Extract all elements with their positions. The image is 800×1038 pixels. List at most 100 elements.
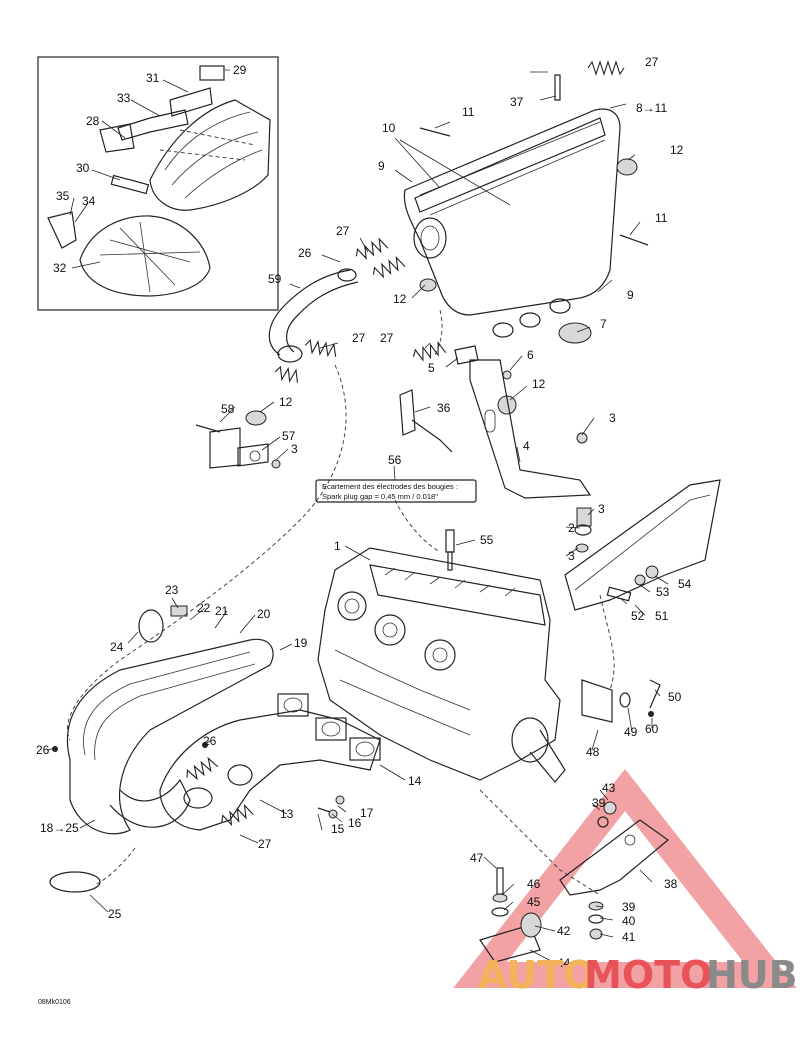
callout-26: 26 — [203, 734, 217, 748]
callout-9: 9 — [378, 159, 385, 173]
callout-43: 43 — [602, 781, 616, 795]
callout-18-25: 18→25 — [40, 821, 79, 835]
callout-26: 26 — [36, 743, 50, 757]
callout-8-11: 8→11 — [636, 101, 667, 115]
watermark-triangle — [453, 768, 797, 988]
callout-49: 49 — [624, 725, 638, 739]
callout-9: 9 — [627, 288, 634, 302]
callout-55: 55 — [480, 533, 494, 547]
callout-39: 39 — [592, 796, 606, 810]
callout-35: 35 — [56, 189, 70, 203]
callout-50: 50 — [668, 690, 682, 704]
callout-6: 6 — [527, 348, 534, 362]
drawing-code: 08Mk0106 — [38, 999, 71, 1006]
bracket-4 — [469, 359, 592, 499]
exhaust-manifold — [159, 693, 381, 831]
callout-12: 12 — [532, 377, 546, 391]
callout-12: 12 — [279, 395, 293, 409]
callout-39: 39 — [622, 900, 636, 914]
callout-3: 3 — [598, 502, 605, 516]
callout-56: 56 — [388, 453, 402, 467]
callout-17: 17 — [360, 806, 374, 820]
callout-34: 34 — [82, 194, 96, 208]
callout-26: 26 — [298, 246, 312, 260]
callout-14: 14 — [408, 774, 422, 788]
watermark-moto: MOTO — [584, 953, 712, 997]
callout-33: 33 — [117, 91, 131, 105]
plate-48 — [581, 679, 661, 723]
callout-53: 53 — [656, 585, 670, 599]
callout-3: 3 — [609, 411, 616, 425]
callout-42: 42 — [557, 924, 571, 938]
callout-21: 21 — [215, 604, 229, 618]
callout-15: 15 — [331, 822, 345, 836]
callout-12: 12 — [393, 292, 407, 306]
callout-27: 27 — [258, 837, 272, 851]
callout-27: 27 — [645, 55, 659, 69]
callout-28: 28 — [86, 114, 100, 128]
callout-leaders — [47, 71, 669, 964]
callout-19: 19 — [294, 636, 308, 650]
pipe-59 — [268, 268, 359, 363]
callout-47: 47 — [470, 851, 484, 865]
callout-27: 27 — [380, 331, 394, 345]
callout-32: 32 — [53, 261, 67, 275]
spark-plug-note-line2: Spark plug gap = 0,45 mm / 0.018" — [322, 492, 438, 501]
callout-25: 25 — [108, 907, 122, 921]
routing-lines — [67, 309, 601, 896]
callout-1: 1 — [334, 539, 341, 553]
callout-30: 30 — [76, 161, 90, 175]
callout-48: 48 — [586, 745, 600, 759]
callout-3: 3 — [291, 442, 298, 456]
callout-44: 44 — [557, 956, 571, 970]
callout-57: 57 — [282, 429, 296, 443]
callout-40: 40 — [622, 914, 636, 928]
callout-27: 27 — [352, 331, 366, 345]
bracket-36 — [399, 345, 479, 453]
callout-60: 60 — [645, 722, 659, 736]
callout-11: 11 — [655, 211, 668, 225]
spark-plug-note-box: Ecartement des électrodes des bougies : … — [315, 479, 477, 503]
callout-12: 12 — [670, 143, 684, 157]
callout-24: 24 — [110, 640, 124, 654]
callout-2: 2 — [568, 521, 575, 535]
watermark-hub: HUB — [706, 953, 798, 997]
spark-plug-note-line1: Ecartement des électrodes des bougies : — [322, 482, 458, 491]
callout-22: 22 — [197, 601, 211, 615]
mount-2 — [574, 507, 592, 553]
callout-27: 27 — [336, 224, 350, 238]
callout-59: 59 — [268, 272, 282, 286]
callout-36: 36 — [437, 401, 451, 415]
callout-labels: 31 29 33 28 30 35 34 32 27 37 8→11 11 10… — [36, 55, 692, 970]
muffler-assembly — [403, 74, 649, 415]
callout-41: 41 — [622, 930, 636, 944]
callout-23: 23 — [165, 583, 179, 597]
callout-51: 51 — [655, 609, 669, 623]
support-bracket — [564, 479, 721, 691]
callout-10: 10 — [382, 121, 396, 135]
callout-11: 11 — [462, 105, 475, 119]
callout-37: 37 — [510, 95, 524, 109]
callout-31: 31 — [146, 71, 160, 85]
bracket-57 — [195, 410, 281, 469]
callout-38: 38 — [664, 877, 678, 891]
callout-5: 5 — [428, 361, 435, 375]
callout-20: 20 — [257, 607, 271, 621]
inset-detail — [37, 56, 279, 311]
callout-52: 52 — [631, 609, 645, 623]
tuned-pipe — [49, 605, 274, 893]
callout-16: 16 — [348, 816, 362, 830]
callout-46: 46 — [527, 877, 541, 891]
engine-mount — [479, 801, 669, 963]
callout-45: 45 — [527, 895, 541, 909]
engine-block — [317, 529, 566, 783]
callout-13: 13 — [280, 807, 294, 821]
callout-58: 58 — [221, 402, 235, 416]
watermark-logo: AUTO MOTO HUB — [478, 953, 798, 997]
callout-54: 54 — [678, 577, 692, 591]
watermark-auto: AUTO — [478, 953, 595, 997]
callout-29: 29 — [233, 63, 247, 77]
springs — [186, 60, 625, 827]
